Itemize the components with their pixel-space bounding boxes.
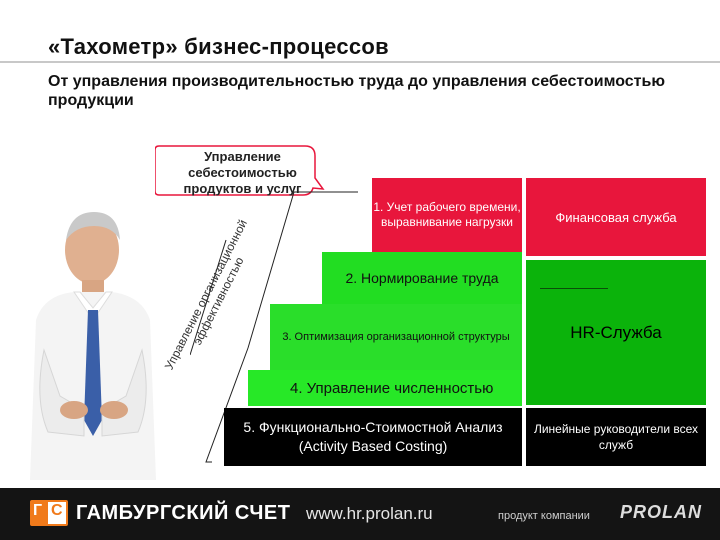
owner-line-managers: Линейные руководители всех служб — [526, 408, 706, 466]
step-1: 5. Функционально-Стоимостной Анализ (Act… — [224, 408, 522, 466]
step-3: 3. Оптимизация организационной структуры — [270, 304, 522, 370]
logo-icon-secondary — [46, 500, 68, 526]
owner-finance: Финансовая служба — [526, 178, 706, 256]
page-subtitle: От управления производительностью труда … — [48, 73, 666, 109]
page-title: «Тахометр» бизнес-процессов — [48, 34, 389, 59]
step-4: 2. Нормирование труда — [322, 252, 522, 304]
businessman-illustration — [30, 212, 156, 480]
step-2: 4. Управление численностью — [248, 370, 522, 406]
callout-bubble — [155, 145, 325, 196]
website-link[interactable]: www.hr.prolan.ru — [306, 504, 433, 523]
footer-bar — [0, 488, 720, 540]
owner-hr: HR-Служба — [526, 260, 706, 405]
callout-text: Управление себестоимостью продуктов и ус… — [183, 149, 302, 196]
bracket-lines — [190, 191, 358, 463]
company-logo: PROLAN — [620, 502, 702, 522]
step-5: 1. Учет рабочего времени, выравнивание н… — [372, 178, 522, 252]
logo-letter-g: Г — [33, 502, 43, 519]
owner-divider — [540, 288, 608, 289]
title-divider — [0, 61, 720, 63]
logo-letter-c: С — [51, 502, 63, 519]
brand-name: ГАМБУРГСКИЙ СЧЕТ — [76, 502, 291, 524]
product-label: продукт компании — [498, 510, 590, 522]
